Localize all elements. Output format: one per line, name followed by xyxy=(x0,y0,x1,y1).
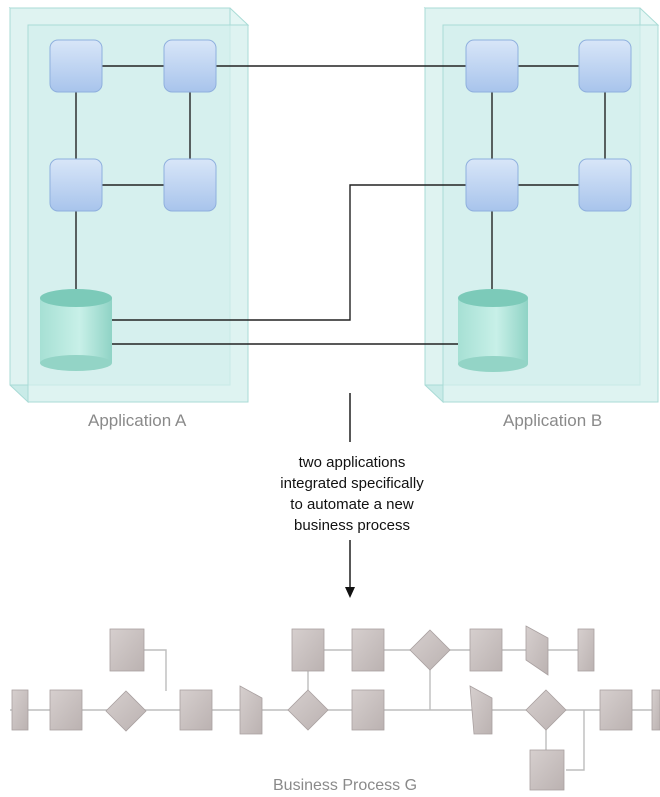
process-step xyxy=(651,689,660,731)
integration-note-line: to automate a new xyxy=(290,496,414,513)
application-a-label: Application A xyxy=(88,411,187,430)
process-step xyxy=(351,689,385,731)
component-box xyxy=(49,39,103,93)
process-step xyxy=(529,749,565,791)
integration-note-line: two applications xyxy=(298,454,406,471)
process-step xyxy=(11,689,29,731)
component-box xyxy=(578,39,632,93)
process-step xyxy=(109,628,145,672)
process-step xyxy=(469,628,503,672)
integration-note: two applications integrated specifically… xyxy=(262,452,442,536)
process-step xyxy=(291,628,325,672)
business-process-shapes xyxy=(11,625,660,791)
process-step xyxy=(599,689,633,731)
component-box xyxy=(163,158,217,212)
process-step xyxy=(179,689,213,731)
component-box xyxy=(49,158,103,212)
component-box xyxy=(578,158,632,212)
application-a-components xyxy=(40,39,217,371)
database-icon xyxy=(40,289,112,371)
process-step xyxy=(351,628,385,672)
business-process-label: Business Process G xyxy=(273,777,418,794)
application-b-label: Application B xyxy=(503,411,603,430)
integration-arrow xyxy=(345,393,355,598)
integration-note-line: integrated specifically xyxy=(280,475,424,492)
application-b-components xyxy=(458,39,632,372)
process-decision xyxy=(105,690,147,732)
process-decision xyxy=(525,689,567,731)
database-icon xyxy=(458,289,528,372)
process-decision xyxy=(287,689,329,731)
component-box xyxy=(163,39,217,93)
process-manual-step xyxy=(469,685,493,735)
process-manual-step xyxy=(525,625,549,676)
process-step xyxy=(577,628,595,672)
process-step xyxy=(49,689,83,731)
integration-note-line: business process xyxy=(294,517,410,534)
process-manual-step xyxy=(239,685,263,735)
component-box xyxy=(465,158,519,212)
process-decision xyxy=(409,629,451,671)
component-box xyxy=(465,39,519,93)
